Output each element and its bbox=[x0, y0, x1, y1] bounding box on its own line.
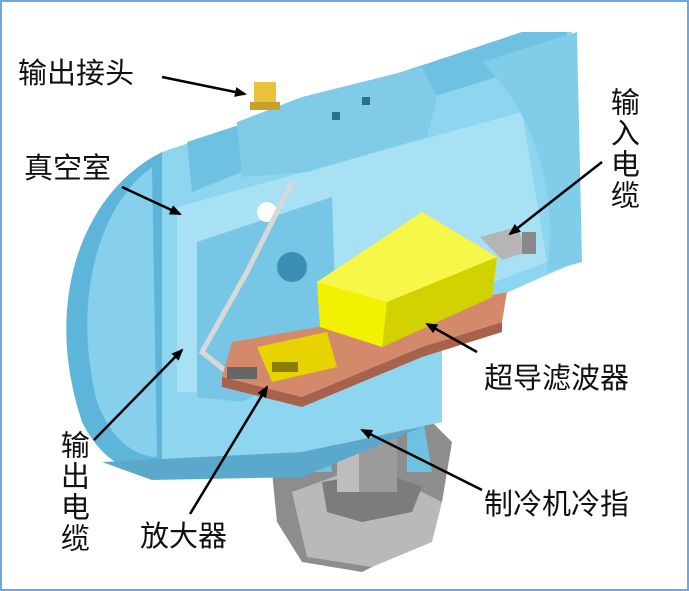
label-output-cable: 输出电缆 bbox=[56, 430, 91, 554]
label-cryocooler-cold-finger: 制冷机冷指 bbox=[484, 487, 630, 521]
label-vacuum-chamber: 真空室 bbox=[24, 151, 112, 185]
arrow-cold-finger bbox=[360, 428, 483, 492]
output-cable-line bbox=[198, 180, 295, 374]
label-output-connector: 输出接头 bbox=[18, 56, 135, 90]
filter-box bbox=[317, 212, 497, 347]
input-connector bbox=[480, 227, 536, 260]
arrow-amplifier bbox=[188, 385, 269, 515]
amplifier-body bbox=[227, 332, 337, 382]
label-amplifier: 放大器 bbox=[140, 519, 228, 553]
arrow-filter bbox=[425, 322, 478, 354]
arrow-output-cable bbox=[93, 348, 184, 441]
arrow-input-cable bbox=[508, 161, 603, 236]
label-superconducting-filter: 超导滤波器 bbox=[484, 361, 630, 395]
arrow-vacuum-chamber bbox=[121, 185, 182, 216]
output-connector bbox=[250, 82, 280, 110]
label-input-cable: 输入电缆 bbox=[606, 87, 641, 211]
arrow-output-connector bbox=[161, 75, 247, 97]
leader-arrows bbox=[93, 75, 603, 515]
